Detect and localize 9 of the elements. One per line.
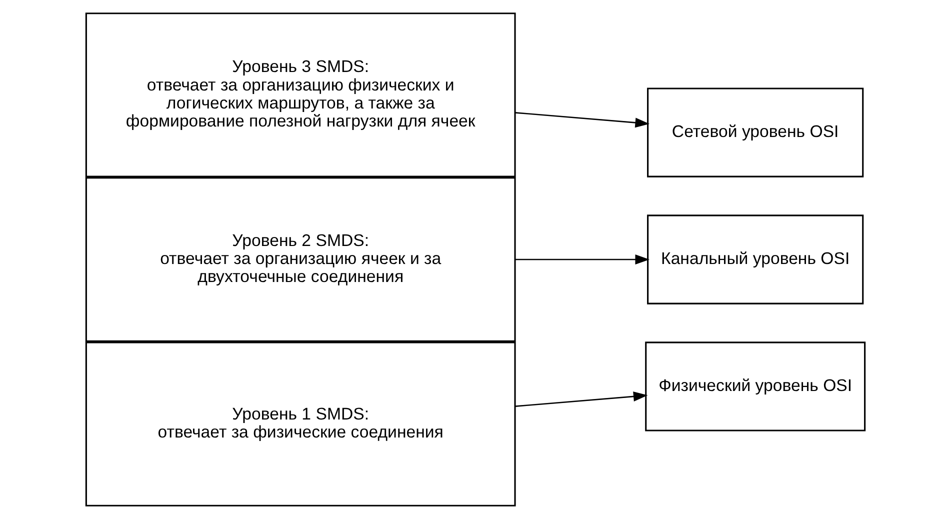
node-box: Канальный уровень OSI: [647, 214, 864, 304]
node-box: Уровень 1 SMDS: отвечает за физические соединения: [85, 342, 516, 506]
arrow: [515, 112, 650, 128]
arrow: [515, 392, 648, 407]
node-box: Сетевой уровень OSI: [647, 88, 864, 178]
node-box: Физический уровень OSI: [645, 342, 866, 432]
node-box: Уровень 2 SMDS: отвечает за организацию ячеек и за двухточечные соединения: [85, 177, 516, 342]
arrow: [515, 254, 650, 264]
node-box: Уровень 3 SMDS: отвечает за организацию физических и логических маршрутов, а также за формирование полезной нагрузки для ячеек: [85, 12, 516, 178]
